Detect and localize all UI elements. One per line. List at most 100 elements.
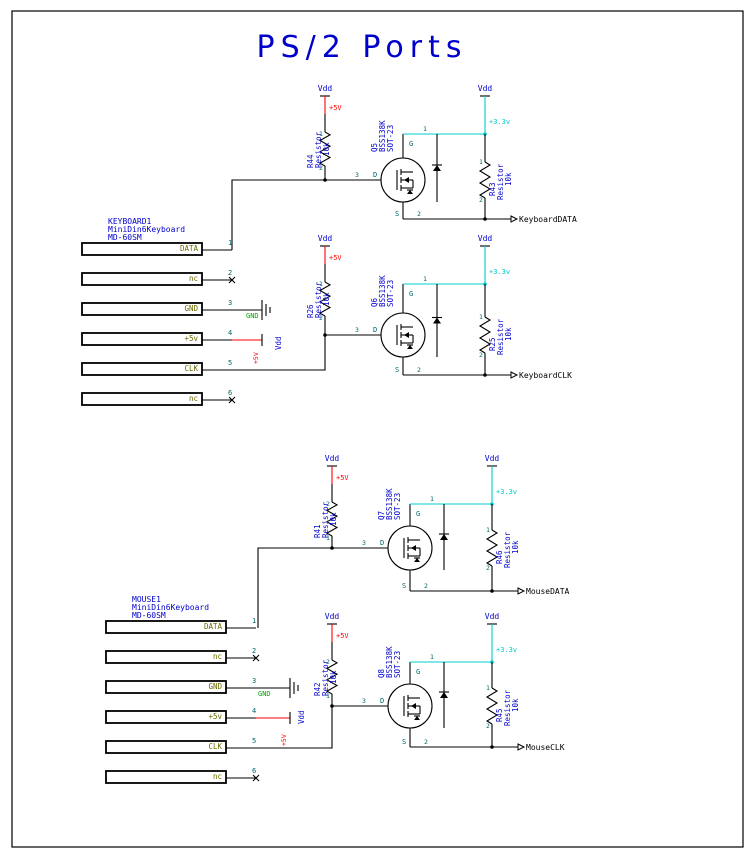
mouse-pin-num-6: 6 [252, 767, 256, 775]
kbd-pin-num-2: 2 [228, 269, 232, 277]
mouse-nc-x2 [252, 774, 260, 782]
kbd-clk-5v: +5V [252, 352, 260, 364]
kbd-data-wire [231, 179, 325, 250]
kbd-ref: KEYBOARD1 [108, 217, 152, 226]
stage-q8-fet-part: BSS138K [385, 646, 394, 678]
stage-q6-gate-num: 3 [355, 326, 359, 334]
kbd-pin-3-label: GND [184, 304, 198, 313]
stage-q6-r5-val: 10k [322, 292, 331, 306]
stage-q5-r5-type: Resistor [314, 131, 323, 168]
stage-q7-fet-arrow [411, 545, 416, 551]
stage-q8-r33-p1: 1 [486, 684, 490, 692]
stage-q6-out-num: 2 [417, 366, 421, 374]
stage-q7-gate-num: 3 [362, 539, 366, 547]
kbd-pin-1-body [81, 242, 203, 256]
stage-q7-g-label: G [416, 510, 420, 518]
stage-q5-r33-type: Resistor [496, 163, 505, 200]
kbd-clk-wire [232, 335, 326, 371]
stage-q5-r33-p2: 2 [479, 196, 483, 204]
stage-q6-out-dot [483, 373, 487, 377]
stage-q5-fet-diode [407, 190, 413, 194]
mouse-pin-num-3: 3 [252, 677, 256, 685]
stage-q6-fet-ref: Q6 [370, 297, 379, 307]
stage-q7-r5-p1: 2 [326, 500, 330, 508]
mouse-pin-2-label: nc [213, 652, 222, 661]
stage-q6-d-label: D [373, 326, 377, 334]
stage-q8-r33-ref: R45 [495, 708, 504, 722]
stage-q5-fet-pkg: SOT-23 [386, 125, 395, 152]
stage-q7-out-dot [490, 589, 494, 593]
kbd-pin-6-body [81, 392, 203, 406]
stage-q6-fet-arrow [404, 332, 409, 338]
stage-q7-r33 [485, 529, 499, 567]
stage-q6-r33 [478, 316, 492, 354]
stage-q5-vdd5-label: Vdd [318, 84, 333, 93]
mouse-pin-5-label: CLK [208, 742, 222, 751]
mouse-pin-4-body [105, 710, 227, 724]
stage-q8-r5-type: Resistor [321, 659, 330, 696]
stage-q7-fet-ref: Q7 [377, 511, 386, 520]
stage-q7-5v-label: +5V [336, 474, 349, 482]
stage-q5-g-label: G [409, 140, 413, 148]
stage-q5-r5 [318, 131, 332, 167]
kbd-pin-num-1: 1 [228, 239, 232, 247]
mouse-nc-x2 [252, 654, 260, 662]
page-title: PS/2 Ports [257, 30, 468, 65]
kbd-nc-x2 [228, 276, 236, 284]
kbd-nc-x2 [228, 396, 236, 404]
stage-q8-r5-p2: 1 [326, 692, 330, 700]
mouse-part: MiniDin6Keyboard [132, 603, 209, 612]
stage-q6-out-arrow [510, 371, 519, 379]
stage-q6-vdd5-label: Vdd [318, 234, 333, 243]
stage-q6-net-label: KeyboardCLK [519, 371, 572, 380]
mouse-gnd-label: GND [258, 690, 271, 698]
kbd-gnd-label: GND [246, 312, 259, 320]
stage-q6-r5-type: Resistor [314, 281, 323, 318]
stage-q5-r33-p1: 1 [479, 158, 483, 166]
kbd-pin-num-4: 4 [228, 329, 232, 337]
stage-q6-r5 [318, 281, 332, 317]
stage-q7-fet-part: BSS138K [385, 488, 394, 520]
stage-q7-net-label: MouseDATA [526, 587, 570, 596]
stage-q8-net-label: MouseCLK [526, 743, 565, 752]
stage-q8-fet-pkg: SOT-23 [393, 651, 402, 678]
stage-q7-d-label: D [380, 539, 384, 547]
stage-q7-r33-type: Resistor [503, 531, 512, 568]
stage-q6-fet-part: BSS138K [378, 275, 387, 307]
stage-q8-r33-p2: 2 [486, 722, 490, 730]
stage-q8-r5-p1: 2 [326, 658, 330, 666]
mouse-pin-1-body [105, 620, 227, 634]
kbd-pin-4-body [81, 332, 203, 346]
kbd-pin-5-body [81, 362, 203, 376]
mouse-data-wire [257, 547, 332, 628]
stage-q6-diode-tri [433, 317, 441, 324]
stage-q6-vdd33-label: Vdd [478, 234, 493, 243]
stage-q7-r33-val: 10k [511, 540, 520, 554]
stage-q8-out-dot [490, 745, 494, 749]
mouse-footprint: MD-60SM [132, 611, 166, 620]
stage-q5-drain-num: 1 [423, 125, 427, 133]
mouse-clk-5v: +5V [280, 734, 288, 746]
stage-q8-r33-type: Resistor [503, 689, 512, 726]
stage-q5-r33-ref: R43 [488, 182, 497, 196]
stage-q6-r5-ref: R26 [306, 304, 315, 318]
stage-q5-d-label: D [373, 171, 377, 179]
kbd-pin-num-3: 3 [228, 299, 232, 307]
stage-q7-vdd33-label: Vdd [485, 454, 500, 463]
kbd-pin-num-6: 6 [228, 389, 232, 397]
stage-q6-r33-type: Resistor [496, 318, 505, 355]
mouse-pin-3-body [105, 680, 227, 694]
stage-q5-fet-arrow [404, 177, 409, 183]
mouse-pin-6-label: nc [213, 772, 222, 781]
mouse-ref: MOUSE1 [132, 595, 161, 604]
stage-q5-gate-num: 3 [355, 171, 359, 179]
stage-q5-33-label: +3.3v [489, 118, 510, 126]
kbd-pin-6-label: nc [189, 394, 198, 403]
stage-q7-out-num: 2 [424, 582, 428, 590]
stage-q7-r33-p1: 1 [486, 526, 490, 534]
kbd-footprint: MD-60SM [108, 233, 142, 242]
stage-q6-r33-val: 10k [504, 327, 513, 341]
mouse-pin-num-1: 1 [252, 617, 256, 625]
stage-q8-g-label: G [416, 668, 420, 676]
stage-q5-fet-ref: Q5 [370, 143, 379, 152]
